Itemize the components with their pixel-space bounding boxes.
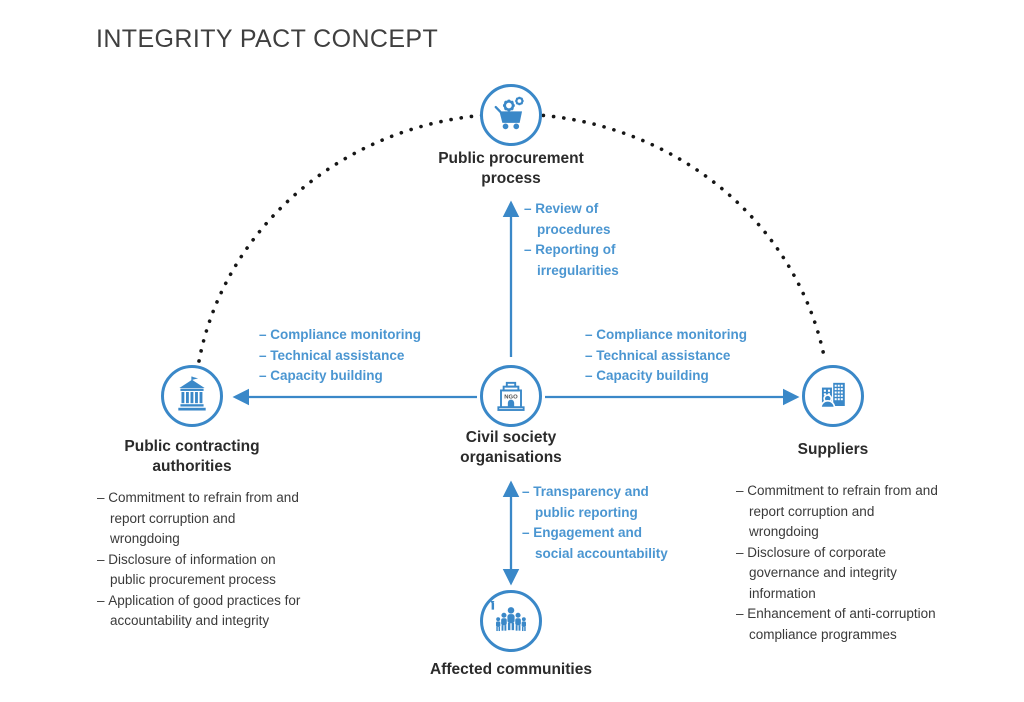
procurement-cart-icon	[494, 96, 524, 130]
notes-contracting-authorities: – Commitment to refrain from and report …	[97, 488, 305, 632]
label-public-procurement: Public procurement process	[438, 150, 584, 187]
list-item: – Compliance monitoring	[259, 327, 422, 342]
label-contracting-authorities: Public contracting authorities	[124, 438, 260, 475]
list-item: – Commitment to refrain from and report …	[736, 483, 938, 539]
community-people-icon	[491, 601, 526, 632]
company-buildings-icon	[820, 382, 845, 409]
node-suppliers	[802, 365, 864, 427]
node-civil-society: NGO	[480, 365, 542, 427]
label-affected-communities: Affected communities	[430, 661, 592, 678]
notes-suppliers: – Commitment to refrain from and report …	[736, 481, 942, 645]
list-item: – Technical assistance	[259, 347, 405, 363]
list-item: – Commitment to refrain from and report …	[97, 490, 299, 546]
node-public-procurement	[480, 84, 542, 146]
list-item: – Disclosure of corporate governance and…	[736, 544, 897, 601]
list-item: – Technical assistance	[585, 347, 731, 363]
label-civil-society: Civil society organisations	[460, 429, 562, 466]
node-affected-communities	[480, 590, 542, 652]
list-item: – Capacity building	[259, 368, 383, 383]
list-item: – Enhancement of anti-corrup­tion compli…	[736, 606, 936, 642]
list-item: – Transparency and public reporting	[522, 484, 649, 520]
edge-list-to-left: – Compliance monitoring – Technical assis…	[259, 325, 459, 387]
ngo-building-icon: NGO	[497, 381, 525, 411]
government-building-icon	[178, 376, 206, 411]
edge-list-to-top: – Review of procedures – Reporting of irr…	[524, 199, 628, 281]
list-item: – Application of good practices for acco…	[97, 592, 301, 629]
page-title: INTEGRITY PACT CONCEPT	[96, 25, 439, 53]
list-item: – Reporting of irregularities	[524, 242, 619, 278]
list-item: – Capacity building	[585, 368, 709, 383]
edge-list-to-right: – Compliance monitoring – Technical assis…	[585, 325, 785, 387]
ngo-badge: NGO	[504, 395, 518, 401]
edge-list-to-bottom: – Transparency and public reporting – Eng…	[522, 482, 682, 564]
list-item: – Disclosure of information on public pr…	[97, 551, 276, 588]
list-item: – Review of procedures	[524, 201, 611, 237]
list-item: – Engagement and social accountability	[522, 525, 668, 561]
list-item: – Compliance monitoring	[585, 327, 748, 342]
node-contracting-authorities	[161, 365, 223, 427]
label-suppliers: Suppliers	[797, 441, 869, 458]
